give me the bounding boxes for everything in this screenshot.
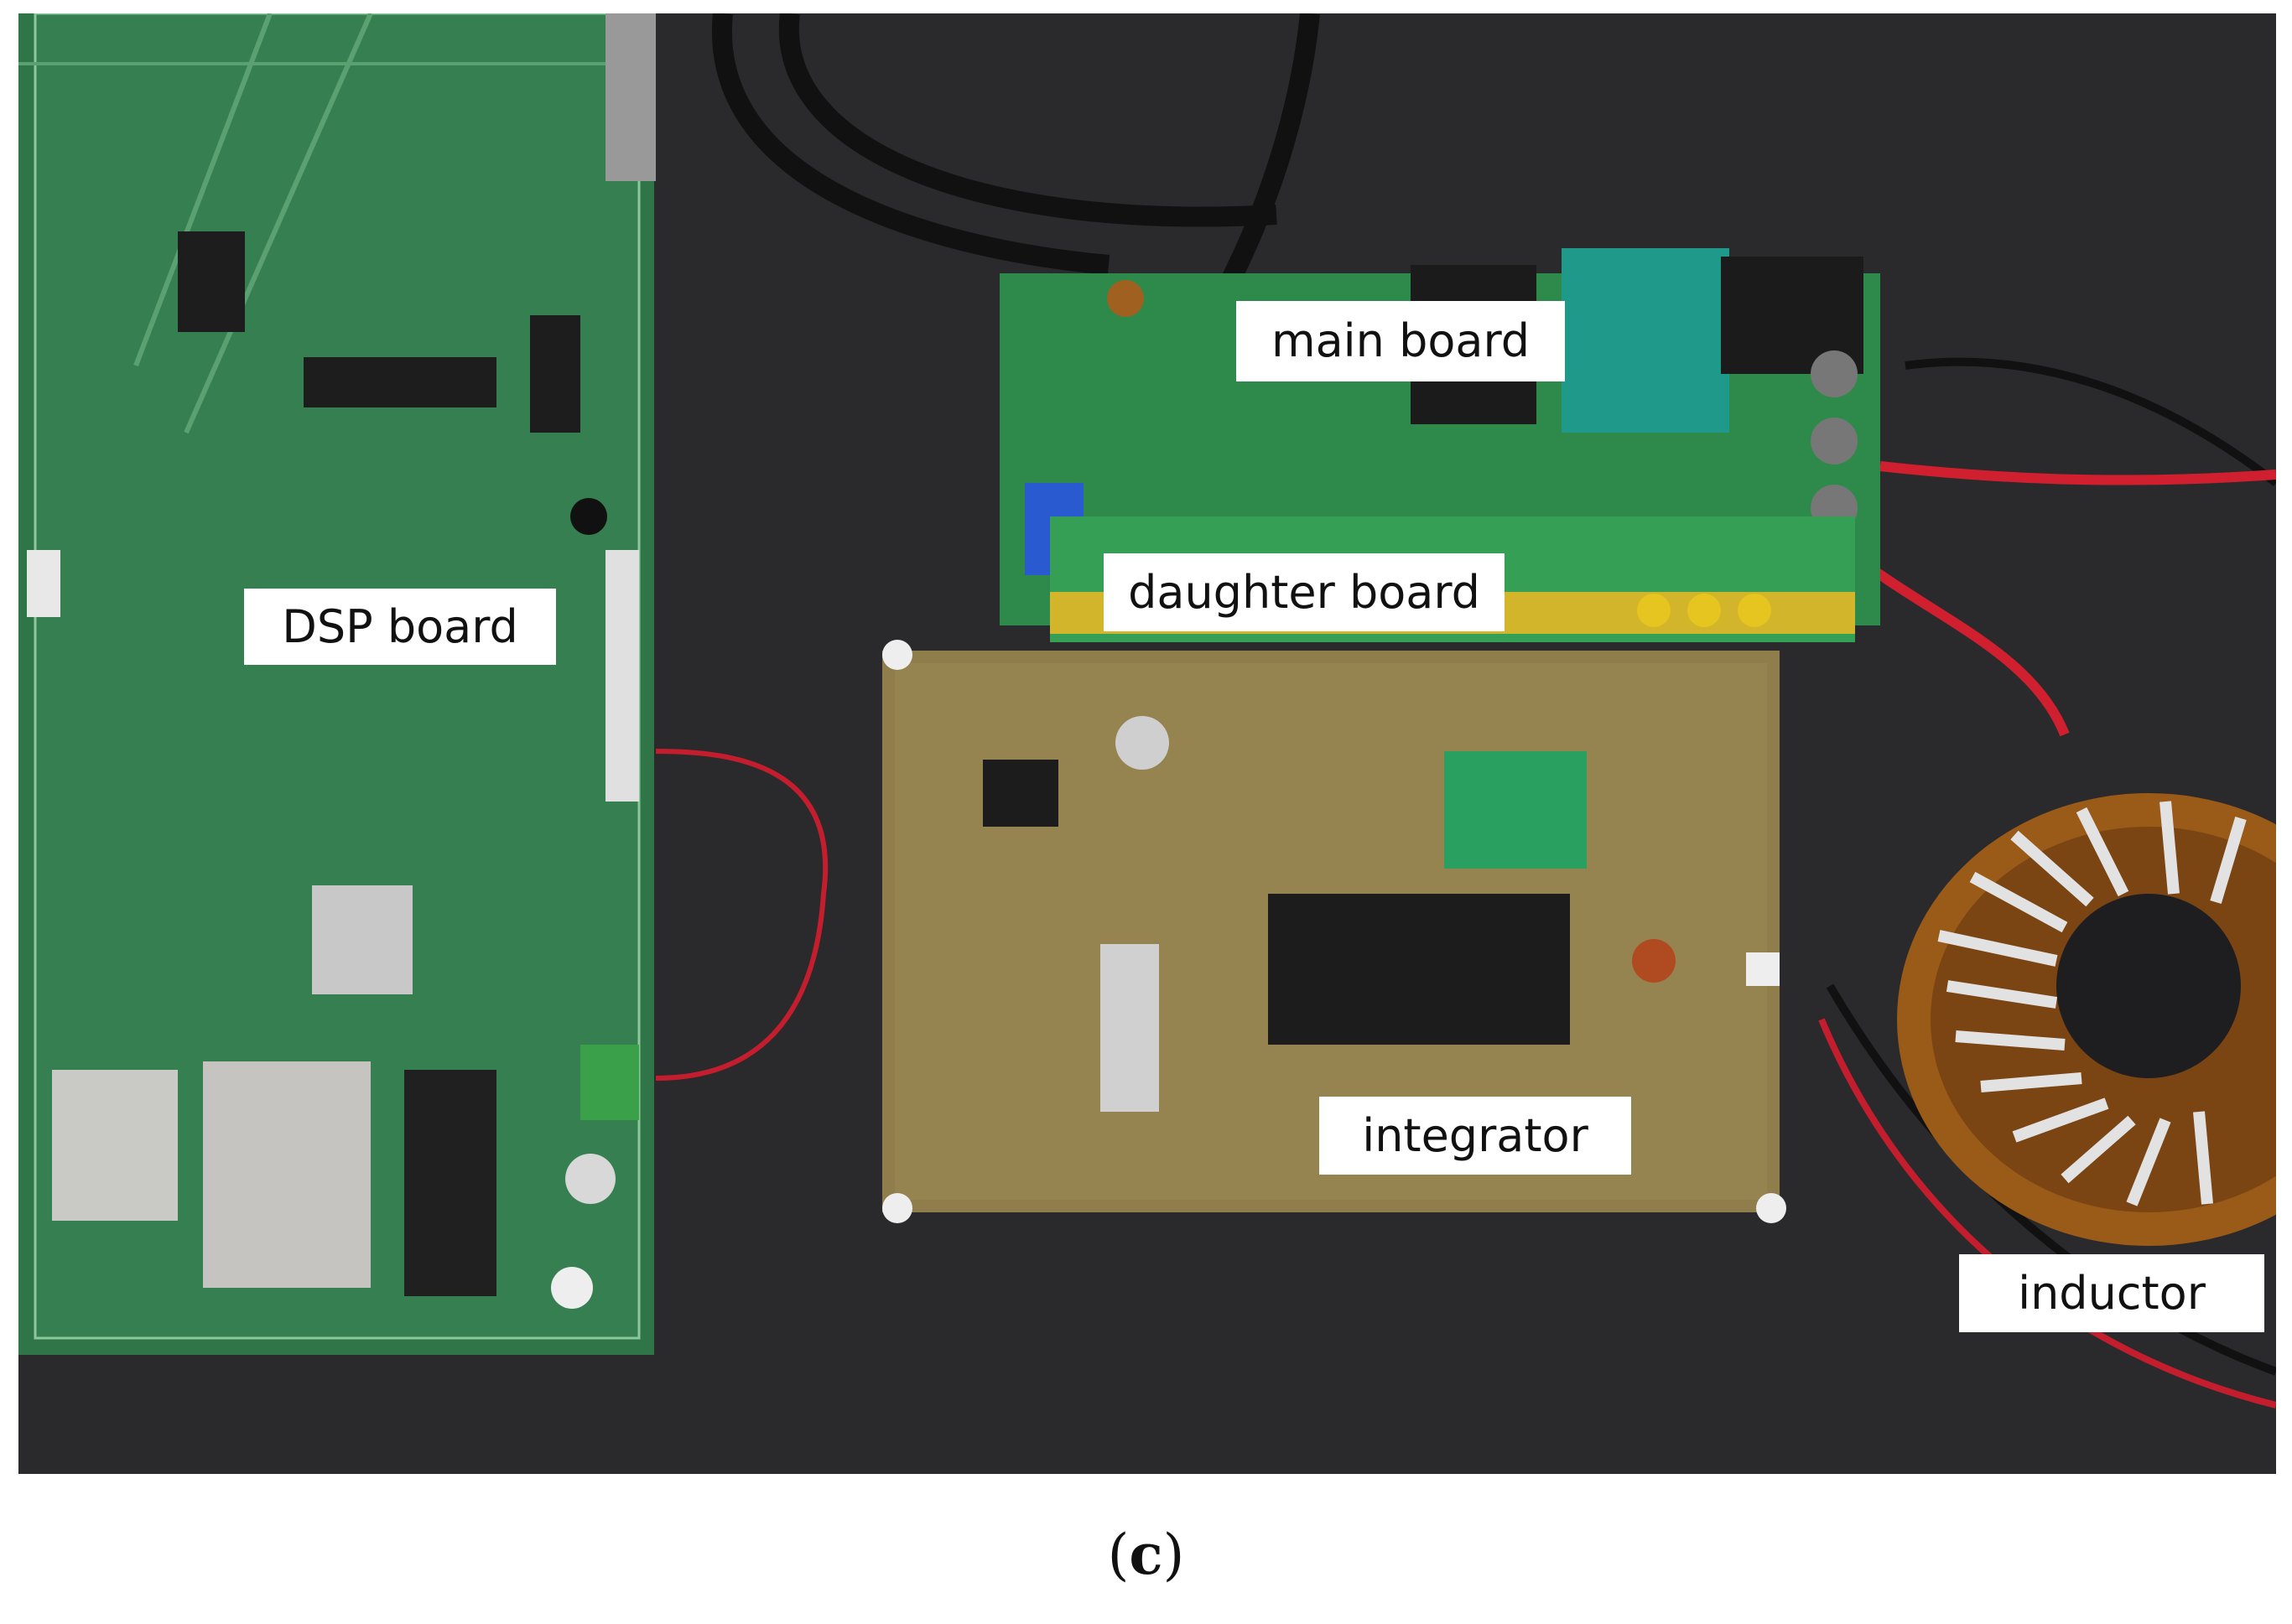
caption-close: ) xyxy=(1162,1523,1185,1587)
inductor-graphic xyxy=(1897,793,2276,1246)
figure-caption: (c) xyxy=(0,1522,2292,1587)
label-daughter-board: daughter board xyxy=(1104,553,1505,631)
caption-open: ( xyxy=(1107,1523,1130,1587)
photo xyxy=(18,13,2276,1474)
label-inductor: inductor xyxy=(1959,1254,2264,1332)
photo-illustration xyxy=(18,13,2276,1474)
label-dsp-board: DSP board xyxy=(244,589,556,665)
label-main-board: main board xyxy=(1236,301,1565,381)
label-integrator: integrator xyxy=(1319,1097,1631,1175)
caption-letter: c xyxy=(1129,1522,1163,1587)
dsp-board-graphic xyxy=(18,13,656,1355)
